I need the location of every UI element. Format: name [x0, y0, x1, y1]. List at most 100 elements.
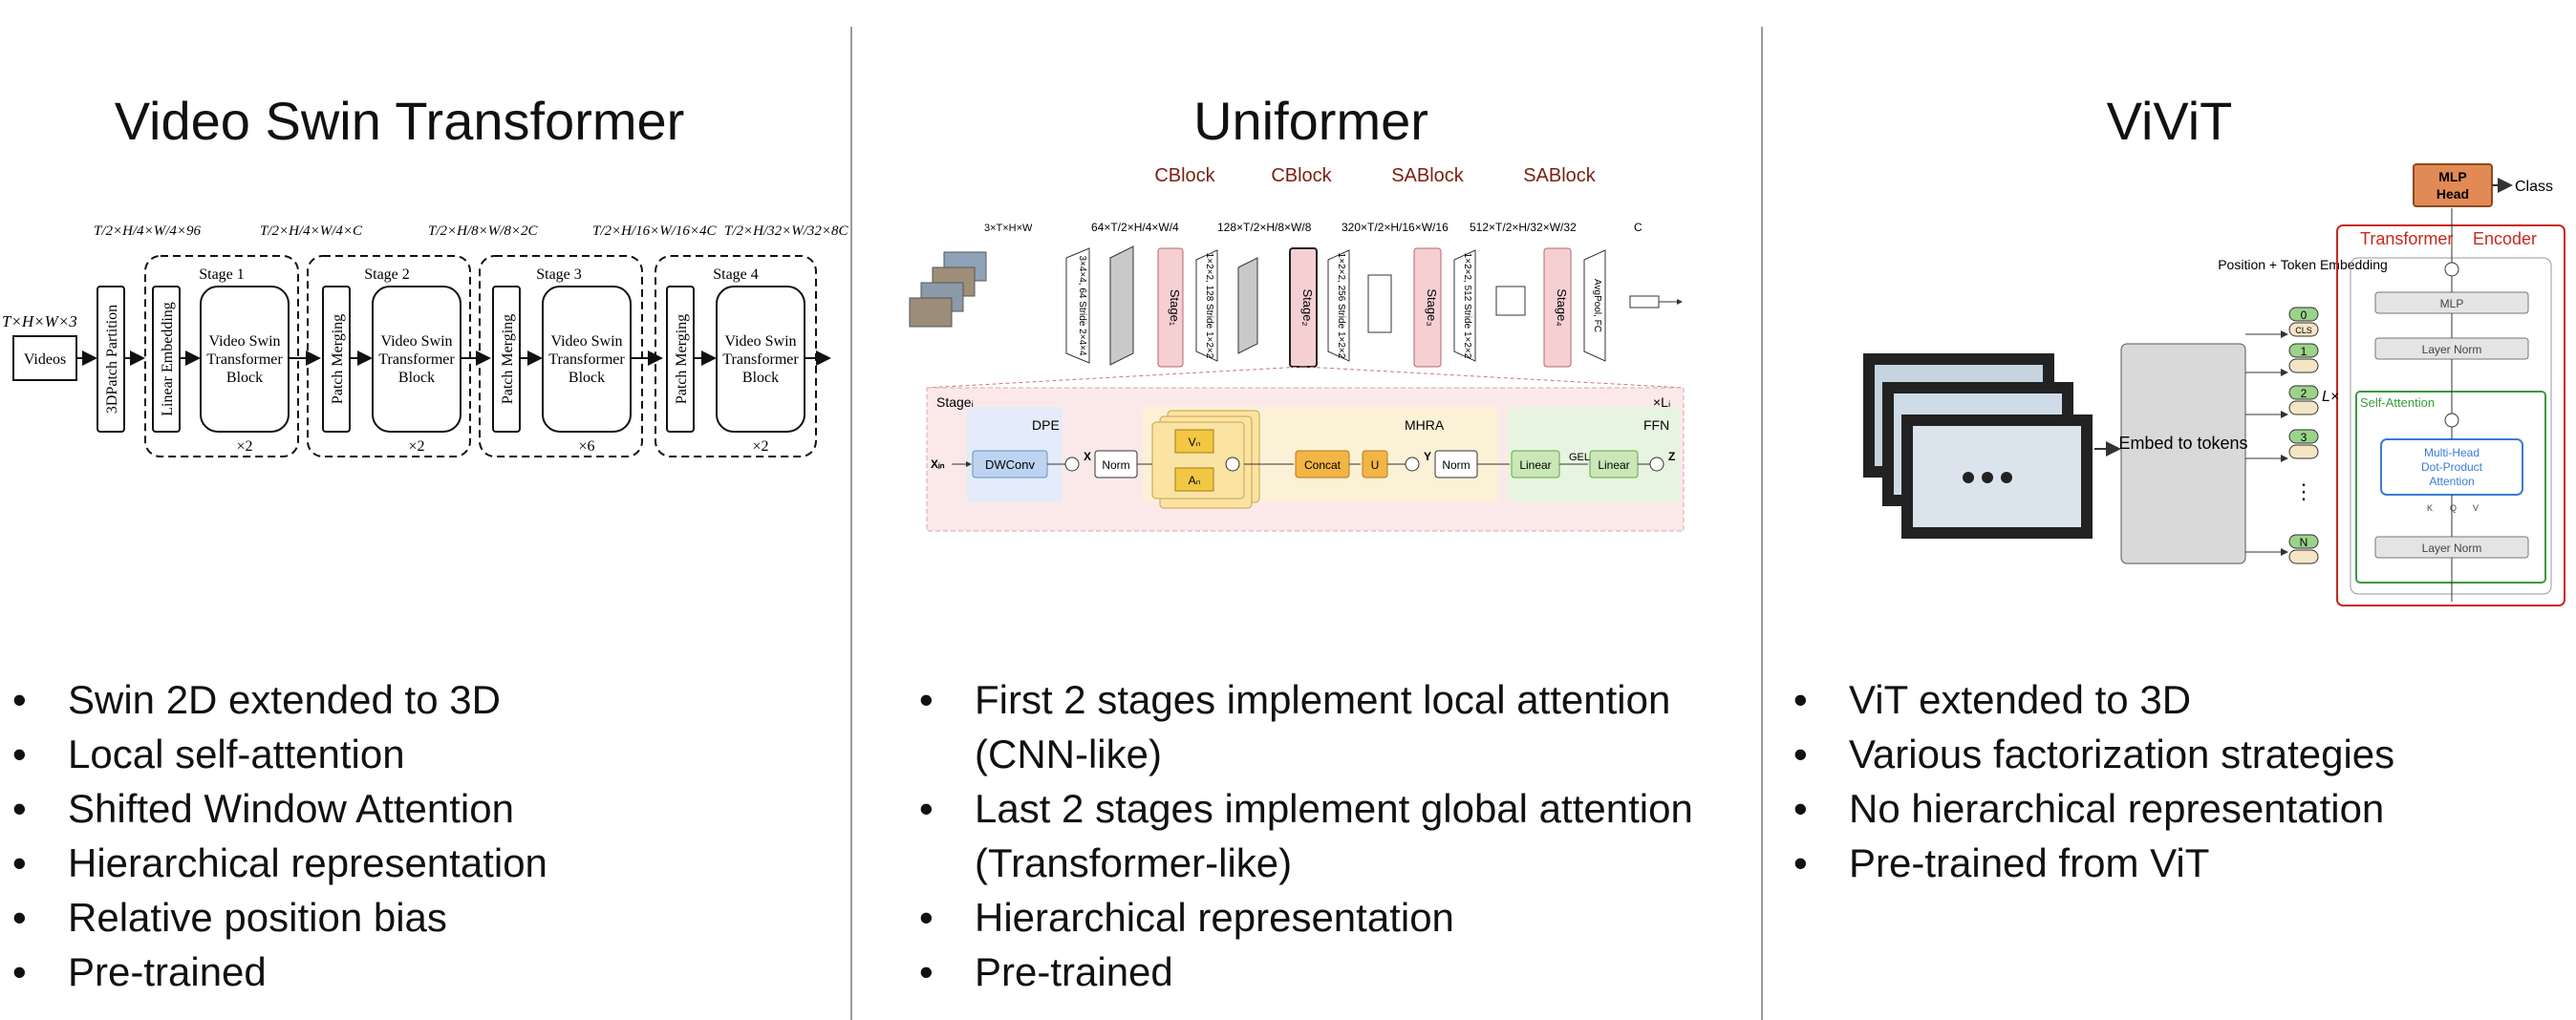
swin-embed-label: Linear Embedding — [160, 302, 176, 416]
uni-dim-1: 64×T/2×H/4×W/4 — [1091, 221, 1179, 234]
uni-repeat: ×Lᵢ — [1653, 394, 1670, 410]
swin-stage1-repeat: ×2 — [236, 438, 252, 455]
swin-merge-label-4: Patch Merging — [674, 314, 690, 404]
vivit-encoder-title-b: Encoder — [2473, 229, 2537, 248]
vivit-pos-embed: Position + Token Embedding — [2218, 257, 2388, 272]
vivit-diagram: Embed to tokens Position + Token Embeddi… — [1863, 163, 2565, 606]
swin-stage3-name: Stage 3 — [536, 266, 582, 283]
uni-an: Aₙ — [1189, 474, 1201, 487]
video-swin-bullets: Swin 2D extended to 3D Local self-attent… — [12, 672, 834, 999]
uni-z: Z — [1668, 450, 1675, 463]
token-0: 0 — [2301, 308, 2308, 322]
vivit-title: ViViT — [2106, 91, 2233, 151]
vivit-self-attention: Self-Attention — [2360, 395, 2435, 410]
vivit-encoder-title-a: Transformer — [2360, 229, 2453, 248]
swin-stage2-repeat: ×2 — [408, 438, 424, 455]
uniformer-bullets: First 2 stages implement local attention… — [919, 672, 1731, 999]
uni-mhra: MHRA — [1405, 417, 1445, 433]
token-ellipsis: ⋮ — [2293, 479, 2314, 503]
uni-dim-3: 320×T/2×H/16×W/16 — [1342, 221, 1449, 234]
uni-dpe: DPE — [1032, 417, 1060, 433]
uni-linear-1: Linear — [1519, 458, 1551, 472]
uni-out-label: C — [1634, 221, 1642, 234]
swin-merge-label-3: Patch Merging — [500, 314, 516, 404]
svg-text:Block: Block — [742, 370, 779, 386]
uni-conv-1: 3×4×4, 64 Stride 2×4×4 — [1077, 255, 1087, 356]
swin-partition-label: 3DPatch Partition — [104, 305, 120, 414]
bullet: Pre-trained — [12, 945, 834, 999]
svg-text:Video Swin: Video Swin — [208, 333, 280, 350]
uniformer-title: Uniformer — [1193, 91, 1428, 151]
vivit-v: V — [2473, 503, 2479, 513]
uni-blocktype-4: SABlock — [1523, 165, 1597, 186]
uni-pool: AvgPool, FC — [1592, 279, 1602, 332]
column-divider-2 — [1761, 27, 1763, 1020]
swin-merge-label-2: Patch Merging — [330, 314, 346, 404]
bullet: No hierarchical representation — [1793, 781, 2567, 836]
bullet: ViT extended to 3D — [1793, 672, 2567, 727]
uni-x: X — [1084, 450, 1091, 463]
uni-stage-1: Stage₁ — [1168, 289, 1182, 327]
uniformer-diagram: CBlock CBlock SABlock SABlock 3×T×H×W 64… — [909, 165, 1685, 532]
swin-stage2-dim: T/2×H/4×W/4×C — [260, 223, 363, 239]
uni-linear-2: Linear — [1598, 458, 1629, 472]
bullet: Hierarchical representation — [919, 890, 1731, 945]
svg-text:Transformer: Transformer — [378, 351, 455, 368]
uni-stage-4: Stage₄ — [1555, 288, 1569, 326]
bullet: Relative position bias — [12, 890, 834, 945]
vivit-layer-norm-1: Layer Norm — [2422, 343, 2482, 356]
svg-text:Block: Block — [398, 370, 435, 386]
svg-text:Video Swin: Video Swin — [550, 333, 622, 350]
uni-norm-2: Norm — [1442, 458, 1470, 472]
vivit-mlp: MLP — [2440, 297, 2464, 310]
uni-input-dim: 3×T×H×W — [984, 223, 1033, 234]
token-cls: CLS — [2295, 326, 2312, 335]
uni-vn: Vₙ — [1189, 436, 1201, 449]
uni-blocktype-1: CBlock — [1154, 165, 1215, 186]
vivit-k: K — [2427, 503, 2433, 513]
uni-u: U — [1371, 458, 1380, 472]
token-n: N — [2300, 536, 2308, 549]
swin-input-dim: T×H×W×3 — [2, 312, 77, 330]
swin-stage3-dim: T/2×H/8×W/8×2C — [428, 223, 539, 239]
video-swin-title: Video Swin Transformer — [114, 91, 685, 151]
svg-text:Transformer: Transformer — [722, 351, 799, 368]
swin-stage2-name: Stage 2 — [364, 266, 410, 283]
uni-dwconv: DWConv — [985, 457, 1036, 472]
video-frames-image — [1863, 353, 2093, 539]
svg-text:Video Swin: Video Swin — [724, 333, 796, 350]
swin-stage1-dim: T/2×H/4×W/4×96 — [94, 223, 202, 239]
swin-stage4-name: Stage 4 — [713, 266, 759, 283]
swin-input-label: Videos — [24, 351, 66, 368]
svg-text:Block: Block — [569, 370, 605, 386]
uni-stage-2: Stage₂ — [1300, 288, 1315, 326]
uni-conv-2: 1×2×2, 128 Stride 1×2×2 — [1204, 253, 1214, 359]
bullet: Hierarchical representation — [12, 836, 834, 890]
uni-blocktype-2: CBlock — [1271, 165, 1332, 186]
svg-text:Video Swin: Video Swin — [380, 333, 452, 350]
vivit-embed-tokens: Embed to tokens — [2118, 434, 2247, 453]
uni-stage-i: Stageᵢ — [936, 394, 974, 410]
bullet: Pre-trained from ViT — [1793, 836, 2567, 890]
uni-norm-1: Norm — [1102, 458, 1129, 472]
svg-text:Head: Head — [2436, 186, 2469, 202]
uni-conv-4: 1×2×2, 512 Stride 1×2×2 — [1462, 253, 1472, 359]
swin-stage1-name: Stage 1 — [199, 266, 245, 283]
uni-dim-4: 512×T/2×H/32×W/32 — [1470, 221, 1577, 234]
svg-text:Multi-Head: Multi-Head — [2424, 446, 2479, 459]
svg-text:Block: Block — [226, 370, 263, 386]
uni-blocktype-3: SABlock — [1391, 165, 1465, 186]
bullet: Various factorization strategies — [1793, 727, 2567, 781]
token-2: 2 — [2301, 387, 2308, 400]
vivit-q: Q — [2450, 503, 2457, 513]
bullet: First 2 stages implement local attention… — [919, 672, 1731, 781]
token-3: 3 — [2301, 431, 2308, 444]
uni-y: Y — [1424, 450, 1431, 463]
bullet: Swin 2D extended to 3D — [12, 672, 834, 727]
swin-stage4-repeat: ×2 — [752, 438, 768, 455]
svg-text:Transformer: Transformer — [206, 351, 283, 368]
bullet: Shifted Window Attention — [12, 781, 834, 836]
svg-text:Transformer: Transformer — [548, 351, 625, 368]
column-divider-1 — [850, 27, 852, 1020]
vivit-layers: L× — [2322, 389, 2339, 405]
